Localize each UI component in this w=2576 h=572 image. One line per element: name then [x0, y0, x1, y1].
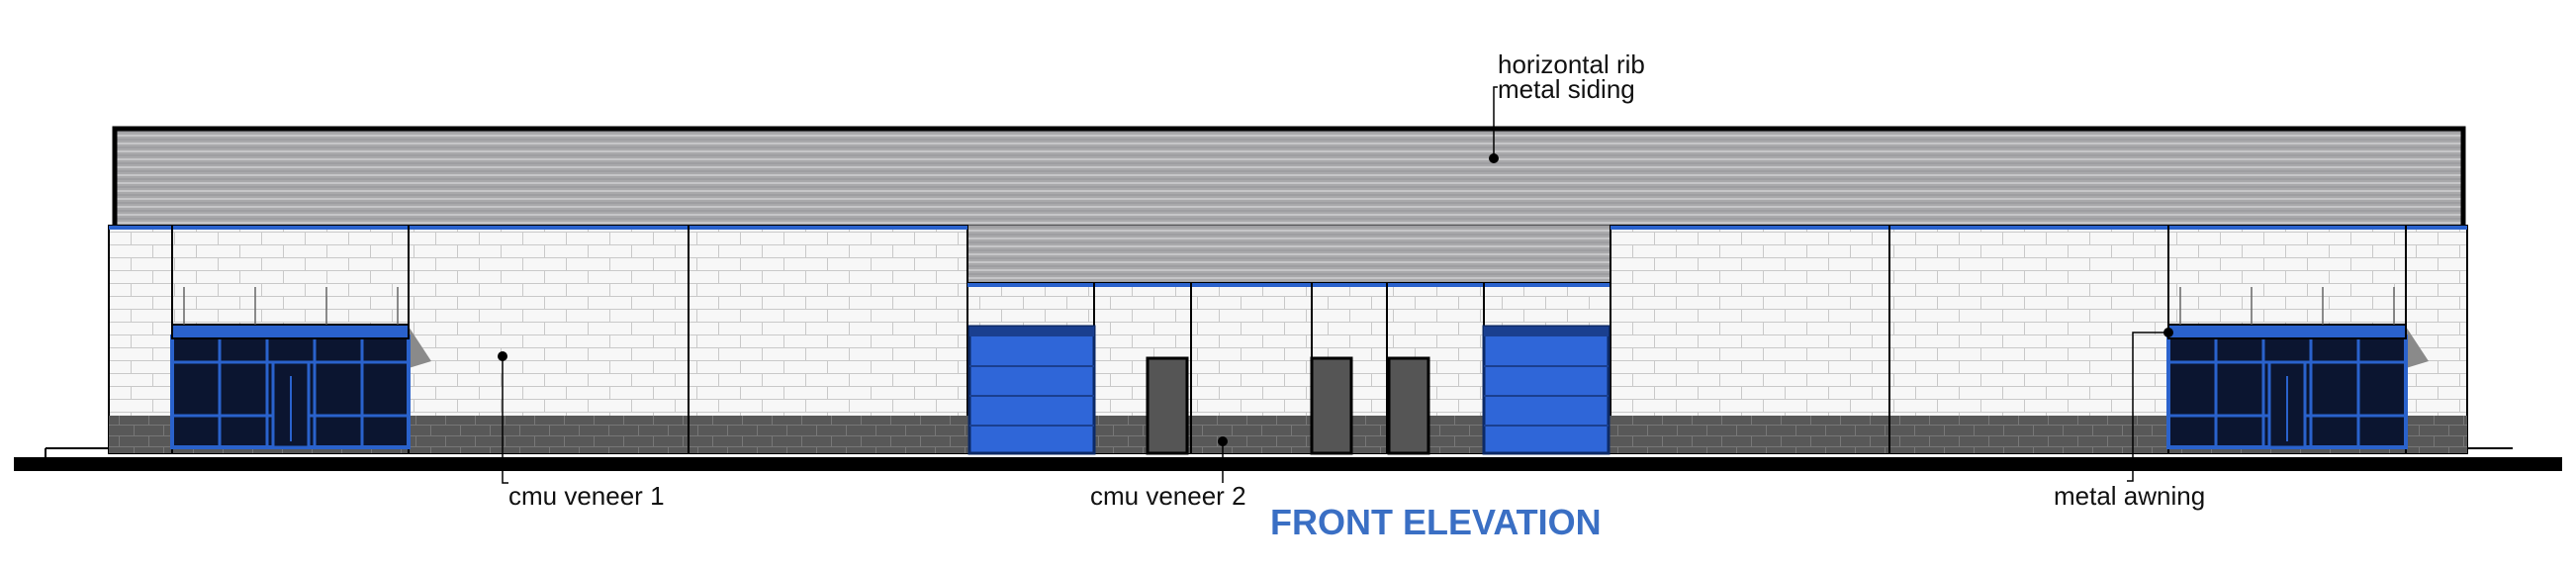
- man-doors: [1146, 356, 1430, 455]
- man-door-3: [1387, 356, 1430, 455]
- callout-dot-icon: [498, 351, 507, 361]
- metal-siding-band: [112, 126, 2466, 285]
- overhead-door-right: [1482, 325, 1610, 455]
- callout-dot-icon: [1489, 153, 1499, 163]
- metal-awning-left: [171, 324, 410, 339]
- callout-dot-icon: [1218, 436, 1228, 446]
- callout-metal-awning: metal awning: [2054, 481, 2205, 511]
- overhead-door-left: [967, 325, 1096, 455]
- callout-siding-line1: horizontal rib: [1498, 49, 1645, 79]
- drawing-title: FRONT ELEVATION: [1270, 502, 1602, 542]
- callout-cmu-veneer-2: cmu veneer 2: [1090, 481, 1246, 511]
- man-door-1: [1146, 356, 1189, 455]
- man-door-2: [1310, 356, 1353, 455]
- cmu-base-course: [109, 416, 2467, 453]
- callout-cmu-veneer-1: cmu veneer 1: [508, 481, 665, 511]
- storefront-left: [170, 287, 431, 449]
- storefront-right: [2166, 287, 2429, 449]
- callout-dot-icon: [2163, 328, 2173, 337]
- ground-line: [14, 447, 2562, 471]
- metal-awning-right: [2167, 324, 2407, 339]
- callout-siding-line2: metal siding: [1498, 74, 1635, 104]
- callout-leaders: [502, 86, 2168, 484]
